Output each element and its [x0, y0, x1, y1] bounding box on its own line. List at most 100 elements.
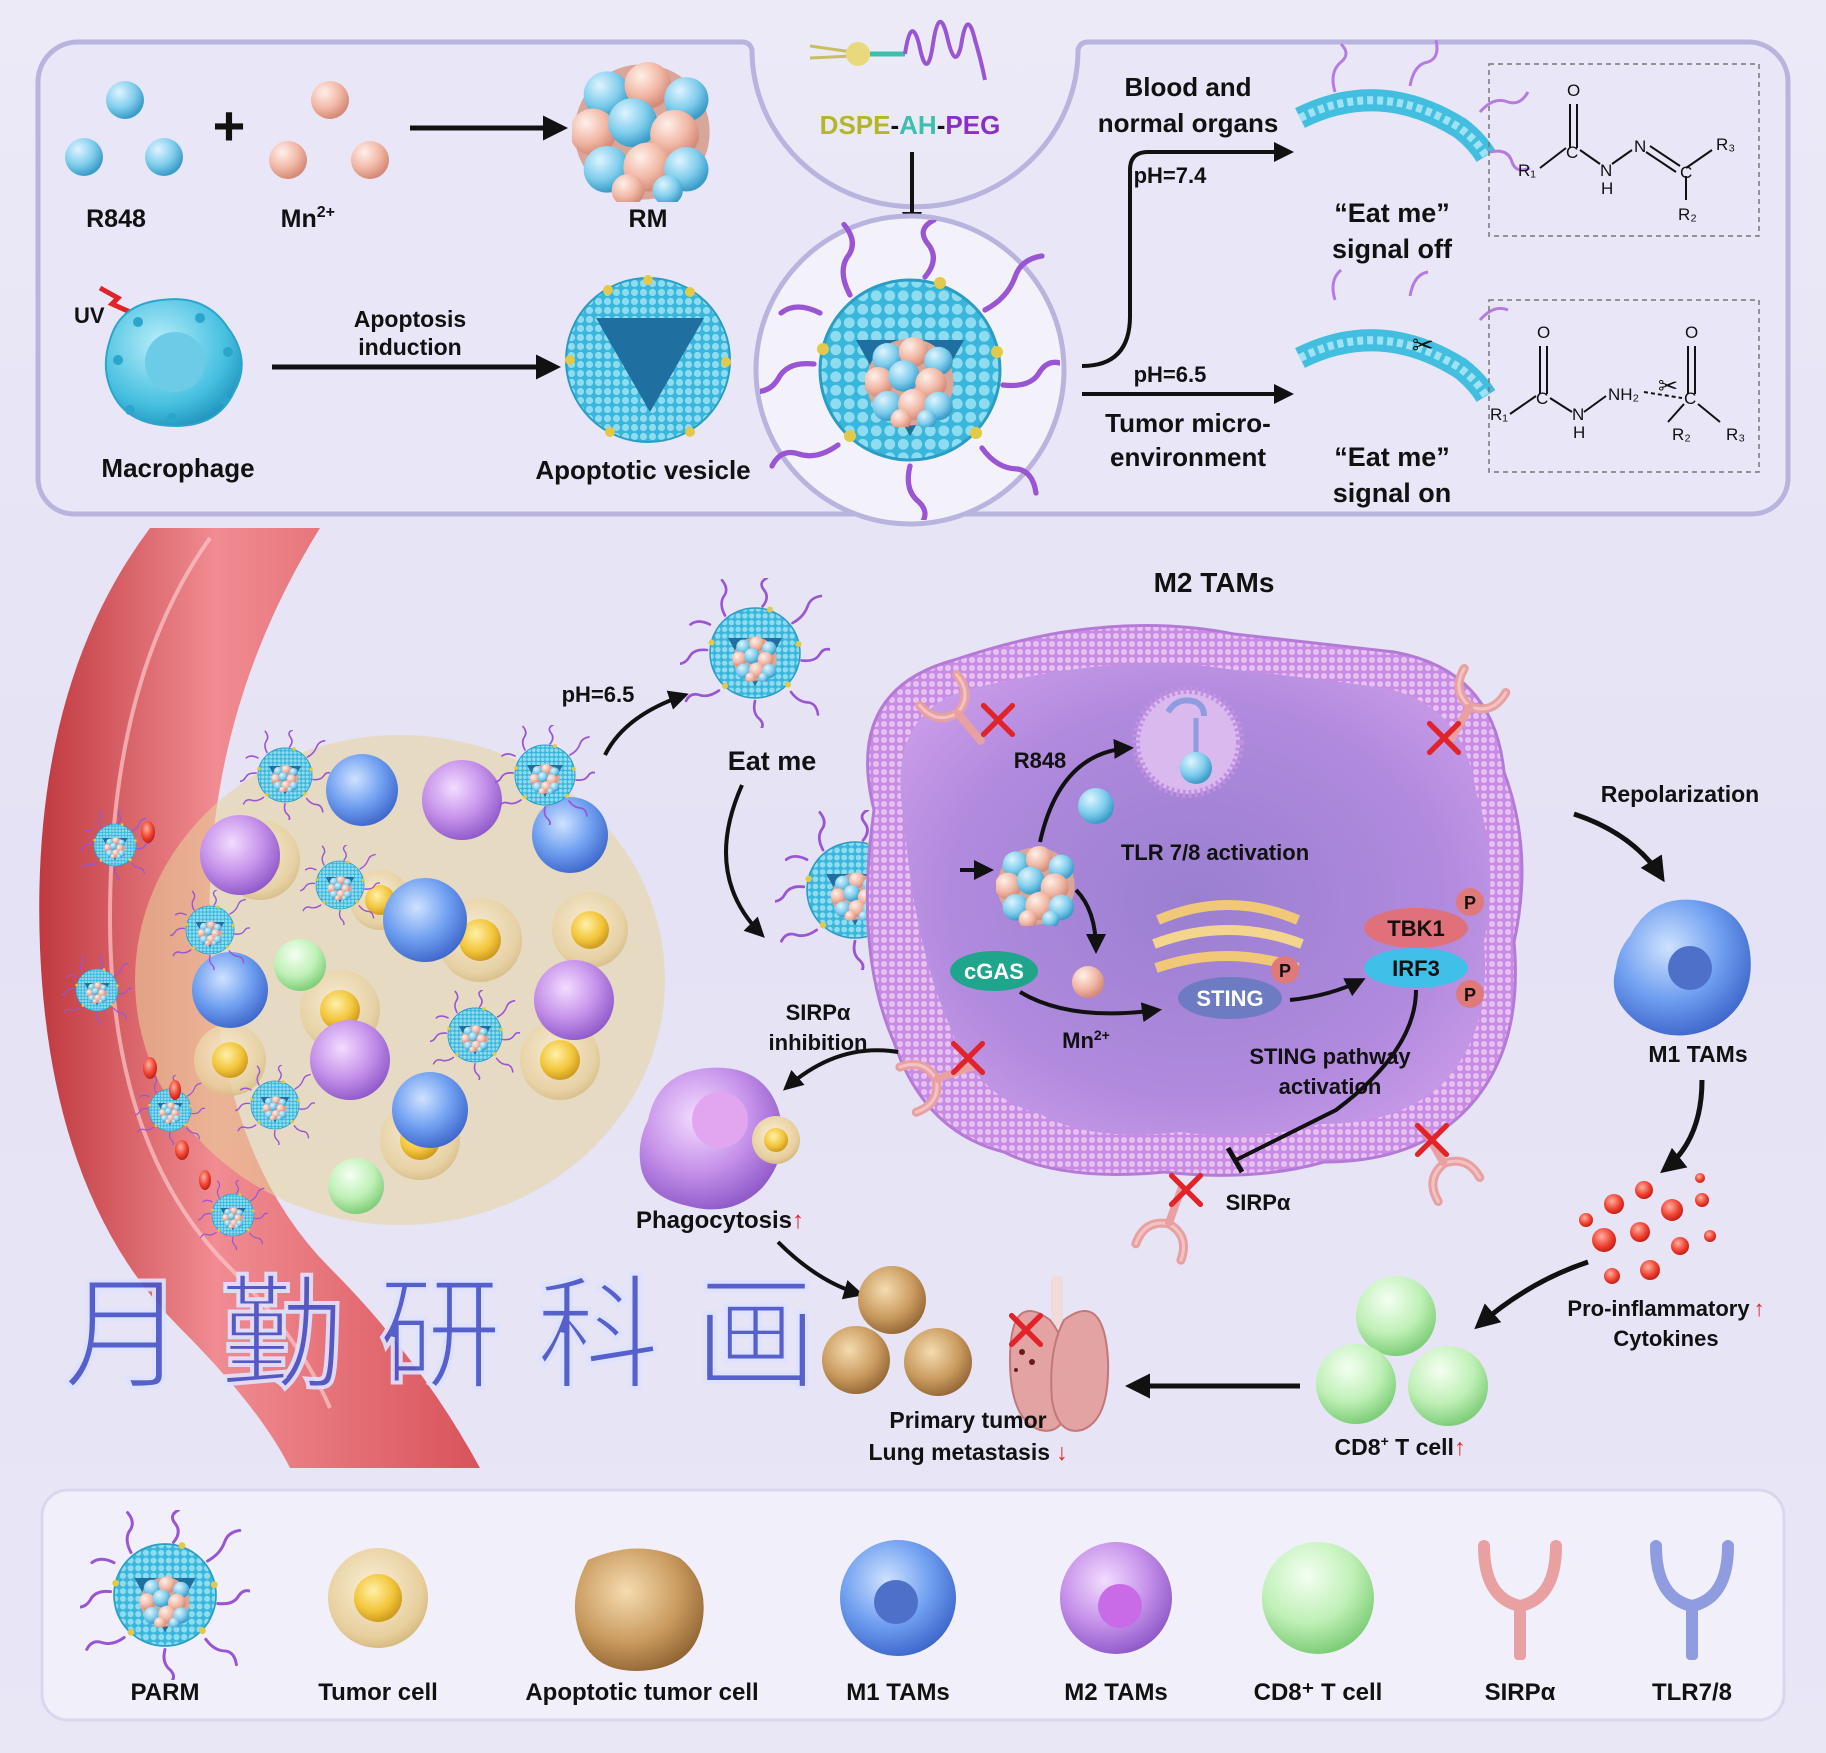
top-panel: R848 + Mn2+ RM UV Macrophage Apoptosis i… [35, 20, 1791, 527]
legend-sirpa-icon [1478, 1540, 1562, 1660]
macrophage-cell [104, 298, 243, 428]
arrow-to-eat-me [603, 690, 689, 756]
hy-r2: R₂ [1672, 425, 1691, 444]
m1-tam-large [1613, 899, 1751, 1036]
legend-apoptotic-icon [574, 1548, 704, 1671]
apoptosis-label-1: Apoptosis [354, 306, 466, 332]
repolarization-label: Repolarization [1601, 781, 1759, 807]
sting-label: STING [1196, 986, 1263, 1011]
macrophage-label: Macrophage [101, 453, 254, 483]
legend-label: SIRPα [1485, 1679, 1556, 1706]
hz-r2: R₂ [1678, 205, 1697, 224]
phagocytosing-m2-cell [639, 1067, 800, 1210]
hy-o2: O [1685, 323, 1698, 342]
sirpa-inhibition-label-2: inhibition [769, 1030, 868, 1055]
legend-label: CD8⁺ T cell [1254, 1679, 1383, 1706]
sirpa-inside-label: SIRPα [1226, 1190, 1291, 1215]
inhibition-bar [1225, 1146, 1245, 1174]
eat-me-on-label-2: signal on [1333, 478, 1452, 508]
sirpa-inhibition-label-1: SIRPα [786, 1000, 851, 1025]
cytokines-label-1: Pro-inflammatory↑ [1567, 1296, 1764, 1321]
cleave-scissors-icon: ✂ [1658, 372, 1678, 400]
hy-nh2: NH₂ [1608, 385, 1639, 404]
arrow-to-apoptotic [776, 1240, 864, 1300]
uv-bolt-icon [98, 285, 132, 315]
dspe-ah-peg-label: DSPE-AH-PEG [820, 110, 1001, 140]
hy-n: N [1572, 405, 1584, 424]
hy-r3: R₃ [1726, 425, 1745, 444]
legend-cd8-icon [1262, 1542, 1374, 1654]
irf3-label: IRF3 [1392, 956, 1440, 981]
phagocytosis-label: Phagocytosis↑ [636, 1207, 804, 1234]
tumor-mass [60, 725, 665, 1251]
hz-n2: N [1634, 137, 1646, 156]
red-x-icon-5 [1172, 1176, 1201, 1205]
apoptotic-vesicle [565, 275, 731, 443]
eat-me-label: Eat me [728, 746, 817, 776]
lung-metastasis-label: Lung metastasis↓ [869, 1439, 1068, 1465]
legend-m1-icon [840, 1540, 956, 1656]
apoptotic-tumor-cells [822, 1266, 972, 1396]
hz-r3: R₃ [1716, 135, 1735, 154]
primary-tumor-label: Primary tumor [889, 1407, 1046, 1433]
rm-label: RM [629, 205, 668, 233]
tbk1-label: TBK1 [1387, 916, 1444, 941]
mn-inside-label: Mn2+ [1062, 1027, 1110, 1053]
legend-label: Tumor cell [318, 1679, 438, 1706]
arrow-rm-to-mn [1074, 888, 1106, 954]
m2-tams-title: M2 TAMs [1154, 567, 1275, 598]
cd8-cells-in-tumor [274, 939, 384, 1214]
rm-nanoparticle [572, 62, 710, 202]
legend-tlr-icon [1650, 1540, 1734, 1660]
m2-cells-in-tumor [200, 760, 614, 1100]
blood-vessel [39, 528, 480, 1468]
ph74-label: pH=7.4 [1134, 163, 1208, 188]
tbk1-p-label: P [1464, 893, 1476, 913]
hz-o: O [1567, 81, 1580, 100]
apoptotic-vesicle-label: Apoptotic vesicle [535, 455, 750, 485]
m2-tam-cell [865, 624, 1524, 1177]
legend-label: M2 TAMs [1064, 1679, 1168, 1706]
arrow-sting-to-tbk1 [1289, 978, 1366, 1002]
hz-c2: C [1680, 163, 1692, 182]
arrow-eat-me-down [724, 784, 765, 938]
ph65-middle-label: pH=6.5 [562, 682, 635, 707]
rm-inside-cell [996, 846, 1075, 926]
plus-sign: + [213, 94, 246, 157]
hy-c1: C [1536, 389, 1548, 408]
eat-me-parm [676, 578, 832, 731]
membrane-arc-off [1295, 39, 1531, 172]
eat-me-off-label-2: signal off [1332, 234, 1453, 264]
r848-label: R848 [86, 205, 146, 233]
ph65-top-label: pH=6.5 [1134, 362, 1207, 387]
tlr-activation-label: TLR 7/8 activation [1121, 840, 1309, 865]
sting-p-label: P [1279, 961, 1291, 981]
tumor-micro-label-1: Tumor micro- [1105, 408, 1271, 438]
hz-r1: R₁ [1518, 161, 1536, 180]
sting-node: STING P [1178, 956, 1299, 1019]
legend-tumor-icon [328, 1548, 428, 1648]
legend-label: Apoptotic tumor cell [525, 1679, 758, 1706]
hz-n1: N [1600, 161, 1612, 180]
r848-balls [65, 81, 183, 176]
hy-o1: O [1537, 323, 1550, 342]
m1-tams-label: M1 TAMs [1648, 1041, 1747, 1067]
sirpa-receptor-5 [1136, 1178, 1205, 1260]
cgas-label: cGAS [964, 959, 1024, 984]
hz-c1: C [1566, 143, 1578, 162]
irf3-node: IRF3 P [1364, 948, 1484, 1008]
r848-molecule [1078, 788, 1114, 824]
tbk1-node: TBK1 P [1364, 888, 1484, 948]
apoptosis-label-2: induction [358, 334, 461, 360]
cd8-label: CD8+ T cell↑ [1335, 1433, 1466, 1460]
eat-me-off-label-1: “Eat me” [1334, 198, 1450, 228]
mn-ion [1072, 966, 1104, 998]
hydrolyzed-structure: R₁ O C N H NH₂ O C R₂ R₃ ✂ [1488, 299, 1760, 473]
blood-label-1: Blood and [1124, 72, 1251, 102]
watermark-text: 月勤研科画 [62, 1264, 852, 1408]
legend-m2-icon [1060, 1542, 1172, 1654]
arrow-to-phagocytosis [783, 1048, 899, 1091]
dspe-ah-peg-molecule [809, 20, 987, 81]
